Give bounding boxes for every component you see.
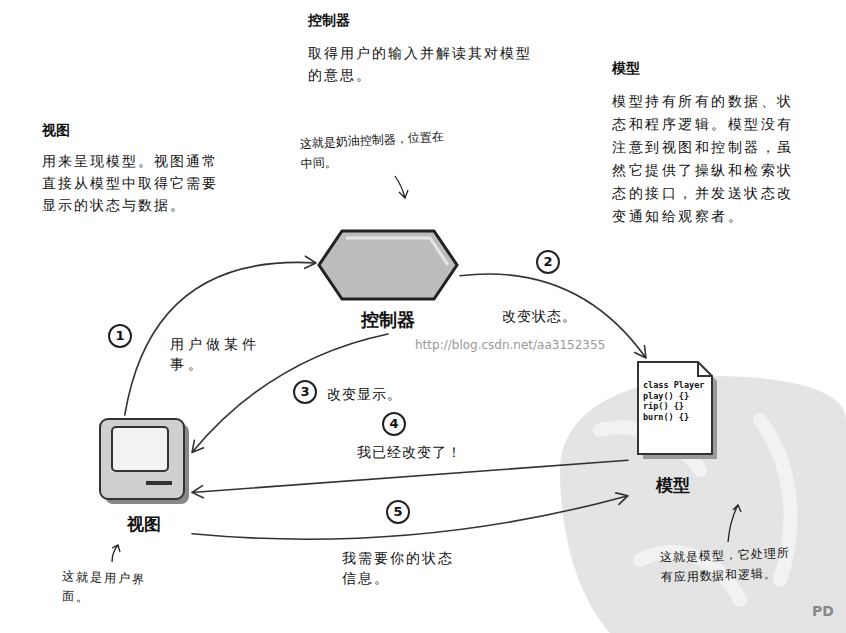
computer-body [100,419,184,499]
label-holder: 模型持有所有的数据、状态和程序逻辑。模型没有注意到视图和控制器，虽然它提供了操纵… [612,90,807,228]
watermark-url: http://blog.csdn.net/aa3152355 [415,338,605,352]
handwritten-note: 这就是用户界面。 [61,566,172,610]
controller-node: 控制器 [316,228,460,334]
computer-screen [112,427,168,471]
edge-label-holder: 用户做某件事。 [168,334,268,374]
label-holder: http://blog.csdn.net/aa3152355 [415,338,605,352]
label-holder: 取得用户的输入并解读其对模型的意思。 [308,42,540,86]
flow-arrow [125,256,316,415]
label-holder: 用来呈现模型。视图通常直接从模型中取得它需要显示的状态与数据。 [42,150,222,216]
label-holder: 视图 [42,122,70,140]
text-holder: 控制器 [316,308,460,332]
callout-number: 2 [536,250,560,274]
callout-number: 5 [386,500,410,524]
code-text: class Player play() {} rip() {} burn() {… [643,380,710,423]
callout-number: 1 [108,324,132,348]
computer-slot [146,481,172,485]
view-node: 视图 [96,415,192,540]
handwritten-note: 这就是模型，它处理所有应用数据和逻辑。 [659,543,800,588]
node-label: 视图 [125,513,163,536]
label-holder: 控制器 [308,12,350,30]
edge-label: 用户做某件事。 [168,334,268,374]
watermark-text: PD [812,603,834,619]
section-body: 用来呈现模型。视图通常直接从模型中取得它需要显示的状态与数据。 [42,150,222,216]
computer-icon [96,415,192,507]
hexagon-shape [316,228,460,302]
callout-holder: 3 [293,380,317,404]
callout-holder: 4 [382,412,406,436]
label-holder: PD [812,603,834,619]
edge-label: 我已经改变了！ [355,442,464,462]
leader-arrow [395,176,408,198]
edge-label: 我需要你的状态信息。 [340,548,460,588]
callout-holder: 2 [536,250,560,274]
model-node: class Player play() {} rip() {} burn() {… [628,358,718,500]
node-label: 模型 [654,474,692,497]
edge-label-holder: 改变状态。 [500,306,579,326]
label-holder: 模型 [612,60,640,78]
section-heading: 模型 [612,60,640,78]
document-page [638,362,712,454]
edge-label-holder: 我需要你的状态信息。 [340,548,460,588]
callout-holder: 1 [108,324,132,348]
section-heading: 控制器 [308,12,350,30]
text-holder: class Player play() {} rip() {} burn() {… [643,380,710,423]
edge-label: 改变显示。 [325,384,404,404]
edge-label-holder: 我已经改变了！ [355,442,464,462]
label-holder: 这就是模型，它处理所有应用数据和逻辑。 [660,545,800,585]
callout-number: 4 [382,412,406,436]
section-body: 模型持有所有的数据、状态和程序逻辑。模型没有注意到视图和控制器，虽然它提供了操纵… [612,90,807,228]
leader-arrow [728,505,741,542]
node-label: 控制器 [359,308,417,332]
callout-number: 3 [293,380,317,404]
label-holder: 这就是用户界面。 [62,568,172,608]
label-holder: 这就是奶油控制器，位置在中间。 [300,130,450,170]
flow-arrow [192,460,628,498]
flow-arrow [192,493,628,539]
text-holder: 视图 [96,513,192,536]
hexagon-highlight [346,238,448,265]
edge-label-holder: 改变显示。 [325,384,404,404]
section-body: 取得用户的输入并解读其对模型的意思。 [308,42,540,86]
edge-label: 改变状态。 [500,306,579,326]
section-heading: 视图 [42,122,70,140]
document-fold [698,362,712,376]
callout-holder: 5 [386,500,410,524]
text-holder: 模型 [628,474,718,497]
handwritten-note: 这就是奶油控制器，位置在中间。 [299,126,451,174]
leader-arrow [112,545,120,562]
hexagon-outline [319,231,457,299]
